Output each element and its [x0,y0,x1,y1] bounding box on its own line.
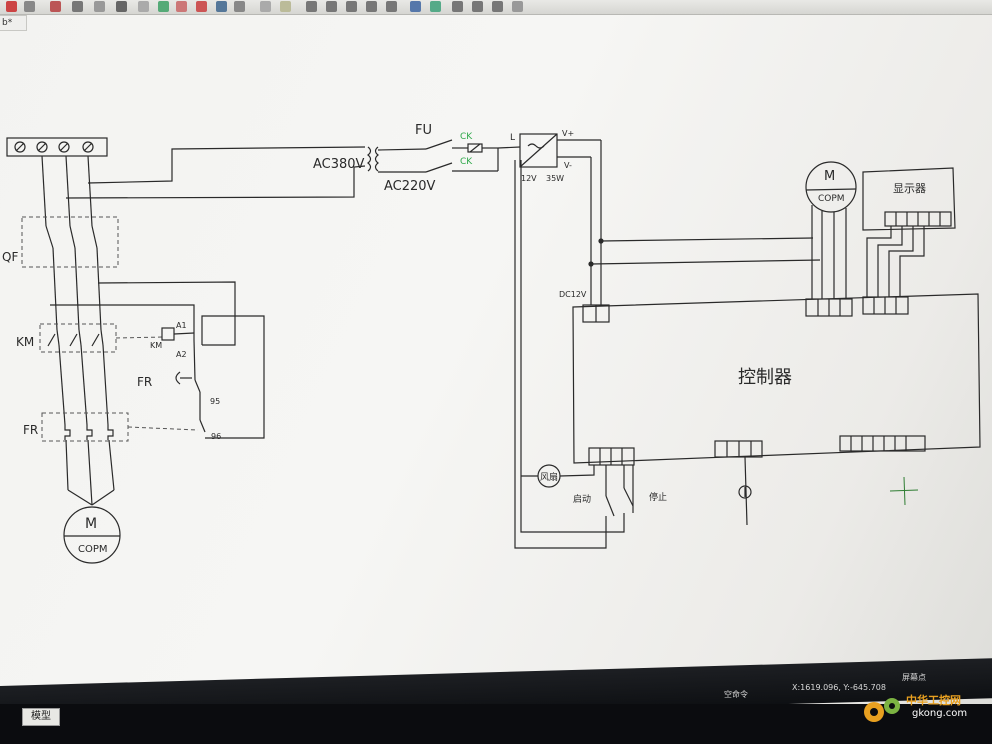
watermark-title: 中华工控网 [906,694,961,707]
label-ac220v: AC220V [384,179,436,194]
label-psu-l: L [510,133,515,143]
label-start: 启动 [573,493,591,505]
toolbar [0,0,992,15]
view-icon[interactable] [216,1,227,12]
label-96: 96 [211,432,221,441]
motor-1-m: M [85,516,97,532]
control-circuit [50,281,265,439]
list-icon[interactable] [260,1,271,12]
transformer-symbol [367,146,427,173]
motor-1-symbol [63,506,121,564]
label-psu-vminus: V- [564,161,572,170]
motor-2-m: M [824,169,835,184]
label-psu-voltage: 12V [521,174,537,183]
tool-c-icon[interactable] [492,1,503,12]
label-fan: 风扇 [540,471,558,483]
motor-2-copm: COPM [818,194,845,204]
match-icon[interactable] [116,1,127,12]
dashed-enclosures [21,216,199,442]
label-fr-heater: FR [23,423,38,437]
pointer-icon[interactable] [410,1,421,12]
color-icon[interactable] [176,1,187,12]
label-ck-top: CK [460,132,473,142]
pan-icon[interactable] [386,1,397,12]
label-controller: 控制器 [738,367,792,388]
zoom-prev-icon[interactable] [346,1,357,12]
bottom-strip [0,704,992,744]
watermark-url: gkong.com [912,708,968,719]
zoom-icon[interactable] [306,1,317,12]
label-ck-bottom: CK [460,157,473,167]
fan-start-stop-wiring [514,160,634,549]
label-fu: FU [415,123,432,138]
cad-crosshair[interactable] [889,476,919,506]
arrow-icon[interactable] [138,1,149,12]
command-prompt: 空命令 [724,690,748,699]
dc-rails [588,140,821,305]
label-stop: 停止 [649,491,667,503]
undo-icon[interactable] [6,1,17,12]
drawing-canvas[interactable]: AC380V AC220V FU CK CK QF KM KM A1 A2 FR… [0,0,992,690]
breaker-qf-contacts [45,225,98,249]
tool-b-icon[interactable] [472,1,483,12]
tool-a-icon[interactable] [452,1,463,12]
zoom-extents-icon[interactable] [366,1,377,12]
snap-icon[interactable] [430,1,441,12]
label-km-coil: KM [150,341,162,350]
label-95: 95 [210,397,220,406]
paste-icon[interactable] [94,1,105,12]
watermark: 中华工控网 gkong.com [860,690,990,730]
tab-model[interactable]: 模型 [22,708,60,726]
display-box [862,167,956,297]
document-tab[interactable]: b* [0,15,27,31]
copy-icon[interactable] [72,1,83,12]
label-a2: A2 [176,350,187,359]
terminal-block [6,137,108,157]
main-phase-lines [41,155,115,506]
label-a1: A1 [176,321,187,330]
label-km: KM [16,335,34,349]
properties-icon[interactable] [196,1,207,12]
label-dc12v: DC12V [559,290,587,299]
label-psu-vplus: V+ [562,129,574,138]
thermal-relay-heaters [64,425,114,440]
gear-logo-icon [864,698,900,722]
label-ac380v: AC380V [313,157,365,172]
zoom-window-icon[interactable] [326,1,337,12]
redo-icon[interactable] [24,1,35,12]
label-fr-contact: FR [137,375,152,389]
label-qf: QF [2,250,18,264]
label-display: 显示器 [893,182,926,195]
controller-box [572,293,981,466]
cut-icon[interactable] [50,1,61,12]
coordinate-readout: X:1619.096, Y:-645.708 [792,683,886,692]
contactor-km-contacts [47,329,104,347]
sensor-probe [738,456,752,526]
motor-2-symbol [805,161,857,299]
block-icon[interactable] [280,1,291,12]
fuse-switches [425,139,521,173]
snap-mode-label[interactable]: 屏幕点 [902,673,926,682]
arc-icon[interactable] [234,1,245,12]
ac380-feed-wire [65,146,366,199]
power-supply-unit [519,133,601,168]
label-psu-power: 35W [546,174,564,183]
tool-d-icon[interactable] [512,1,523,12]
layer-icon[interactable] [158,1,169,12]
motor-1-copm: COPM [78,544,108,555]
